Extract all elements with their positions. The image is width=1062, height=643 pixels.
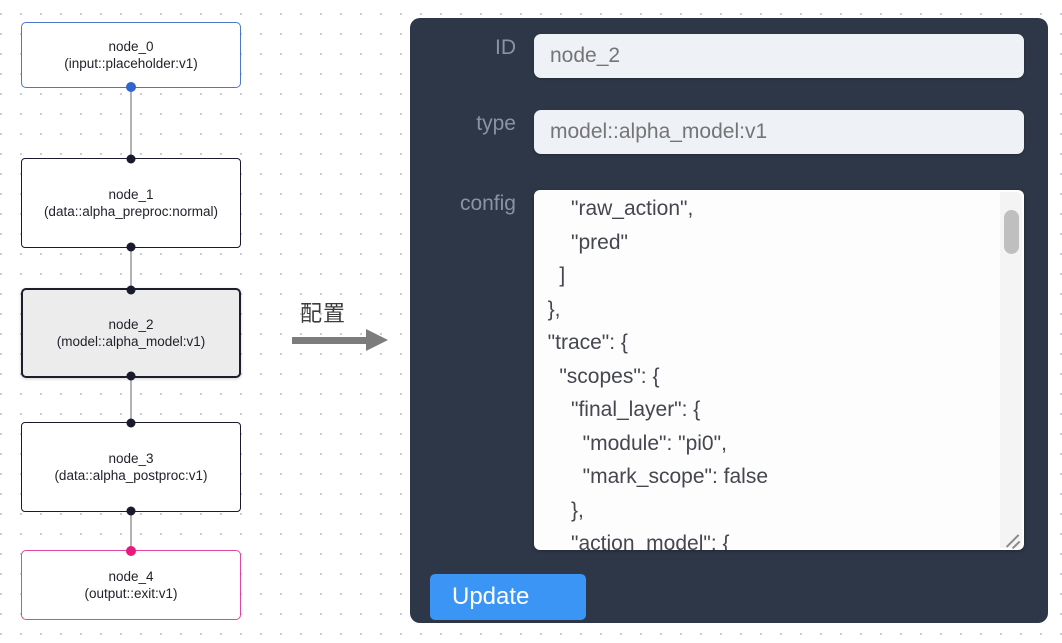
node-handle-source[interactable] (126, 242, 136, 252)
node-handle-target[interactable] (126, 418, 136, 428)
config-textarea[interactable] (534, 190, 1024, 550)
node-handle-target[interactable] (126, 546, 136, 556)
id-field-label: ID (495, 36, 516, 59)
config-scrollbar-thumb[interactable] (1004, 210, 1019, 254)
edge-node1-node2 (130, 248, 132, 288)
node-handle-target[interactable] (126, 285, 136, 295)
node-type-label: (model::alpha_model:v1) (56, 334, 206, 349)
node-handle-source[interactable] (126, 371, 136, 381)
node-handle-source[interactable] (126, 82, 136, 92)
type-field-row: type (430, 110, 1024, 154)
resize-grip-icon[interactable] (1003, 529, 1021, 550)
node-handle-target[interactable] (126, 154, 136, 164)
id-input[interactable] (534, 34, 1024, 78)
config-scrollbar[interactable] (1000, 192, 1022, 548)
node-inspector-panel: ID type config Update (410, 18, 1048, 623)
node-type-label: (input::placeholder:v1) (64, 56, 198, 71)
id-field-row: ID (430, 34, 1024, 78)
config-field-row: config (430, 190, 1024, 550)
node-id-label: node_3 (108, 451, 154, 466)
node-type-label: (output::exit:v1) (84, 586, 178, 601)
flow-node-node_4[interactable]: node_4 (output::exit:v1) (21, 546, 241, 620)
edge-node2-node3 (130, 378, 132, 420)
annotation-arrow-group: 配置 (292, 296, 396, 358)
node-handle-source[interactable] (126, 506, 136, 516)
edge-node0-node1 (130, 88, 132, 158)
node-type-label: (data::alpha_postproc:v1) (54, 468, 208, 483)
node-id-label: node_0 (108, 39, 154, 54)
node-type-label: (data::alpha_preproc:normal) (43, 204, 219, 219)
node-id-label: node_2 (108, 317, 154, 332)
edge-node3-node4 (130, 512, 132, 550)
config-textarea-wrap (534, 190, 1024, 550)
node-id-label: node_4 (108, 569, 154, 584)
flow-node-node_2[interactable]: node_2 (model::alpha_model:v1) (21, 285, 241, 381)
flow-node-node_3[interactable]: node_3 (data::alpha_postproc:v1) (21, 418, 241, 516)
annotation-label: 配置 (300, 302, 347, 327)
flow-node-node_1[interactable]: node_1 (data::alpha_preproc:normal) (21, 154, 241, 252)
type-field-label: type (476, 112, 516, 135)
node-id-label: node_1 (108, 187, 154, 202)
arrow-right-icon-head (366, 329, 388, 351)
type-input[interactable] (534, 110, 1024, 154)
config-field-label: config (459, 192, 516, 215)
update-button[interactable]: Update (430, 574, 586, 620)
flow-node-node_0[interactable]: node_0 (input::placeholder:v1) (21, 22, 241, 92)
arrow-right-icon-shaft (292, 337, 370, 344)
